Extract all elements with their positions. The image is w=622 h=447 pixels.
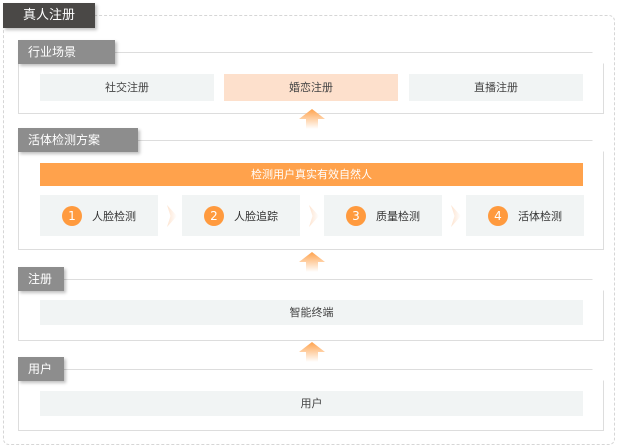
step-label: 质量检测 bbox=[376, 209, 420, 223]
chevron-right-icon bbox=[309, 205, 319, 227]
step-face-track: 2 人脸追踪 bbox=[182, 195, 300, 236]
liveness-banner: 检测用户真实有效自然人 bbox=[40, 163, 583, 186]
diagram-title: 真人注册 bbox=[3, 3, 95, 28]
step-number: 4 bbox=[488, 205, 508, 226]
up-arrow-icon bbox=[299, 109, 325, 129]
up-arrow-icon bbox=[299, 252, 325, 272]
step-number: 3 bbox=[346, 205, 366, 226]
up-arrow-icon bbox=[299, 342, 325, 362]
step-quality: 3 质量检测 bbox=[324, 195, 442, 236]
diagram-frame bbox=[3, 15, 615, 445]
step-label: 人脸追踪 bbox=[234, 209, 278, 223]
step-number: 1 bbox=[62, 205, 82, 226]
chevron-right-icon bbox=[451, 205, 461, 227]
chevron-right-icon bbox=[167, 205, 177, 227]
step-label: 活体检测 bbox=[518, 209, 562, 223]
industry-item-highlighted: 婚恋注册 bbox=[224, 74, 398, 101]
user-label: 用户 bbox=[18, 357, 64, 381]
industry-item: 社交注册 bbox=[40, 74, 214, 101]
step-face-detect: 1 人脸检测 bbox=[40, 195, 158, 236]
terminal-item: 智能终端 bbox=[40, 300, 583, 325]
industry-item: 直播注册 bbox=[409, 74, 583, 101]
liveness-label: 活体检测方案 bbox=[18, 128, 138, 152]
step-label: 人脸检测 bbox=[92, 209, 136, 223]
user-item: 用户 bbox=[40, 391, 583, 416]
register-label: 注册 bbox=[18, 267, 64, 291]
industry-label: 行业场景 bbox=[18, 40, 115, 64]
step-number: 2 bbox=[204, 205, 224, 226]
step-liveness: 4 活体检测 bbox=[466, 195, 584, 236]
